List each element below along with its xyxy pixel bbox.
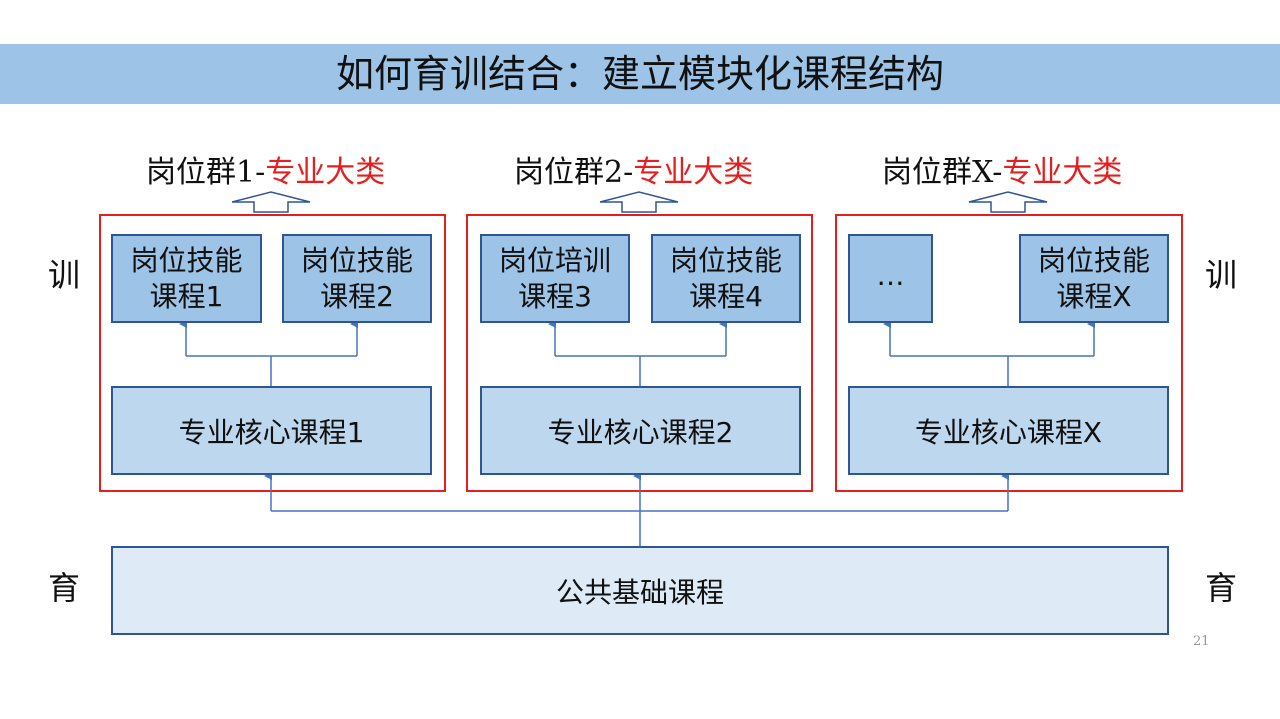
group-3-right-course: 岗位技能课程X bbox=[1019, 234, 1169, 323]
group-3-frame bbox=[835, 214, 1183, 492]
group-2-left-course: 岗位培训课程3 bbox=[480, 234, 630, 323]
course-ellipsis: … bbox=[876, 259, 905, 292]
group-2-title: 岗位群2-专业大类 bbox=[514, 147, 753, 191]
group-1-right-course: 岗位技能课程2 bbox=[282, 234, 432, 323]
page-title: 如何育训结合：建立模块化课程结构 bbox=[335, 52, 944, 96]
group-3-title-prefix: 岗位群X- bbox=[882, 155, 1003, 190]
course-line-1: 岗位培训 bbox=[498, 243, 611, 277]
group-1-frame bbox=[99, 214, 446, 492]
group-2-right-course: 岗位技能课程4 bbox=[651, 234, 801, 323]
group-3-up-arrow bbox=[968, 191, 1048, 213]
group-3-core-course: 专业核心课程X bbox=[848, 386, 1169, 475]
page-number: 21 bbox=[1193, 634, 1210, 649]
course-line-2: 课程4 bbox=[689, 279, 763, 313]
group-1-title-prefix: 岗位群1- bbox=[146, 155, 266, 190]
group-3-left-course: … bbox=[848, 234, 933, 323]
group-1-title: 岗位群1-专业大类 bbox=[146, 147, 385, 191]
course-line-1: 岗位技能 bbox=[669, 243, 782, 277]
group-2-title-suffix: 专业大类 bbox=[633, 155, 754, 190]
base-course: 公共基础课程 bbox=[111, 546, 1169, 635]
course-line-1: 岗位技能 bbox=[1037, 243, 1150, 277]
title-bar bbox=[0, 44, 1280, 104]
group-1-core-course: 专业核心课程1 bbox=[111, 386, 432, 475]
group-2-core-course: 专业核心课程2 bbox=[480, 386, 801, 475]
group-3-title-suffix: 专业大类 bbox=[1002, 155, 1123, 190]
group-2-up-arrow bbox=[599, 191, 679, 213]
group-1-left-course: 岗位技能课程1 bbox=[111, 234, 262, 323]
group-3-title: 岗位群X-专业大类 bbox=[882, 147, 1122, 191]
side-label-educate-left: 育 bbox=[48, 569, 81, 607]
course-line-2: 课程X bbox=[1056, 279, 1132, 313]
course-line-2: 课程3 bbox=[518, 279, 592, 313]
group-2-title-prefix: 岗位群2- bbox=[514, 155, 634, 190]
course-line-2: 课程2 bbox=[320, 279, 394, 313]
group-1-up-arrow bbox=[231, 191, 311, 213]
course-line-1: 岗位技能 bbox=[300, 243, 413, 277]
side-label-educate-right: 育 bbox=[1205, 569, 1238, 607]
side-label-train-left: 训 bbox=[48, 256, 81, 294]
course-line-2: 课程1 bbox=[149, 279, 224, 313]
side-label-train-right: 训 bbox=[1205, 256, 1238, 294]
course-line-1: 岗位技能 bbox=[130, 243, 243, 277]
group-1-title-suffix: 专业大类 bbox=[265, 155, 386, 190]
